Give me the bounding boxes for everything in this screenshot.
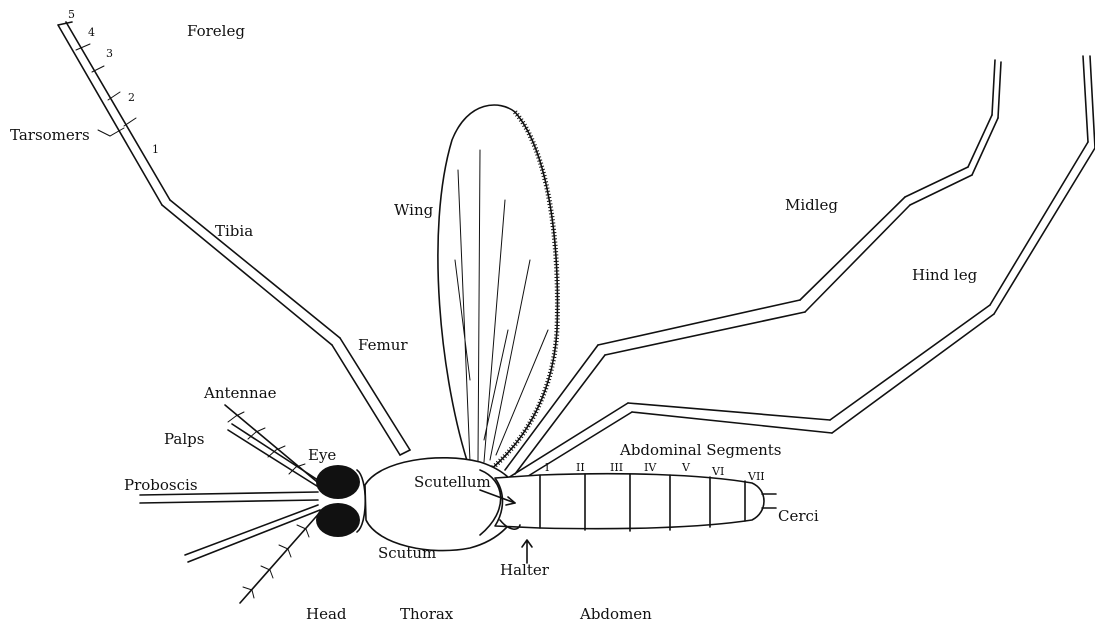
segment-numeral: I — [545, 461, 549, 474]
palp-lower — [185, 505, 320, 562]
tarsomer-number: 2 — [128, 91, 135, 104]
segment-numeral: IV — [644, 461, 657, 474]
halter-arrow — [522, 540, 532, 563]
tarsomer-number: 3 — [106, 47, 113, 60]
label-foreleg: Foreleg — [187, 22, 245, 40]
label-tarsomers: Tarsomers — [10, 126, 90, 144]
label-midleg: Midleg — [785, 196, 838, 214]
tarsomer-number: 1 — [152, 143, 159, 156]
abdomen — [495, 474, 776, 531]
label-scutum: Scutum — [378, 544, 436, 562]
label-wing: Wing — [394, 201, 434, 219]
label-abdominal-segments: Abdominal Segments — [619, 441, 782, 459]
label-proboscis: Proboscis — [124, 476, 198, 494]
label-femur: Femur — [358, 336, 408, 354]
segment-numeral: V — [681, 461, 691, 474]
label-palps: Palps — [164, 430, 204, 448]
label-thorax: Thorax — [400, 605, 454, 623]
head — [316, 465, 365, 537]
label-eye: Eye — [308, 446, 336, 464]
label-head: Head — [306, 605, 347, 623]
hindleg — [508, 56, 1095, 486]
label-scutellum: Scutellum — [414, 473, 491, 491]
segment-numeral: III — [610, 461, 623, 474]
tarsomer-number: 5 — [68, 8, 75, 21]
label-abdomen: Abdomen — [579, 605, 652, 623]
wing — [438, 105, 558, 470]
segment-numeral: II — [576, 461, 585, 474]
antenna-lower — [240, 510, 322, 603]
thorax — [365, 458, 520, 551]
label-hindleg: Hind leg — [912, 266, 978, 284]
label-halter: Halter — [500, 561, 550, 579]
tarsomer-number: 4 — [88, 26, 95, 39]
segment-numeral: VI — [711, 465, 724, 478]
label-antennae: Antennae — [203, 384, 277, 402]
label-cerci: Cerci — [778, 507, 819, 525]
segment-numeral: VII — [747, 470, 765, 483]
label-tibia: Tibia — [215, 222, 253, 240]
